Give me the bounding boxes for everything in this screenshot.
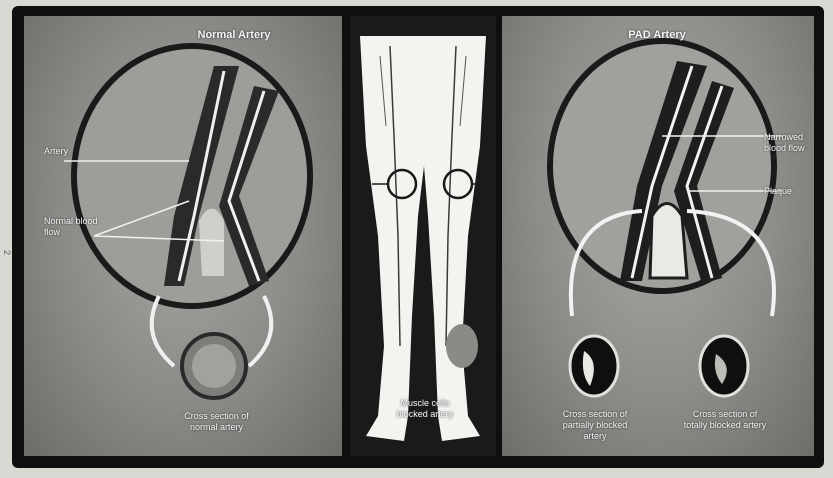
artery-bifurcation xyxy=(199,209,224,277)
illustration-frame: Normal Artery Artery Normal blood flow C… xyxy=(12,6,824,468)
normal-artery-panel: Normal Artery Artery Normal blood flow C… xyxy=(24,16,342,456)
legs-silhouette xyxy=(360,36,486,441)
label-artery: Artery xyxy=(44,146,94,157)
label-normal-blood-flow: Normal blood flow xyxy=(44,216,99,238)
margin-page-mark: 2 xyxy=(2,250,12,255)
callout-arc-right xyxy=(249,296,271,366)
caption-partial-cross-section: Cross section of partially blocked arter… xyxy=(552,409,638,442)
caption-total-cross-section: Cross section of totally blocked artery xyxy=(682,409,768,431)
pad-artery-panel: PAD Artery Narrowed blood flow Plaque Cr… xyxy=(502,16,814,456)
normal-artery-title: Normal Artery xyxy=(174,30,294,41)
blockage-area xyxy=(446,324,478,368)
cross-section-lumen xyxy=(192,344,236,388)
legs-panel: Muscle cells blocked artery xyxy=(350,16,496,456)
label-plaque: Plaque xyxy=(764,186,810,197)
caption-blocked-leg: Muscle cells blocked artery xyxy=(392,398,458,420)
label-narrowed-blood-flow: Narrowed blood flow xyxy=(764,132,810,154)
cross-section-partial xyxy=(570,336,618,396)
pad-artery-illustration xyxy=(502,16,814,456)
caption-normal-cross-section: Cross section of normal artery xyxy=(174,411,259,433)
pad-bifurcation xyxy=(650,204,687,279)
legs-illustration xyxy=(350,16,496,456)
pad-artery-title: PAD Artery xyxy=(602,30,712,41)
